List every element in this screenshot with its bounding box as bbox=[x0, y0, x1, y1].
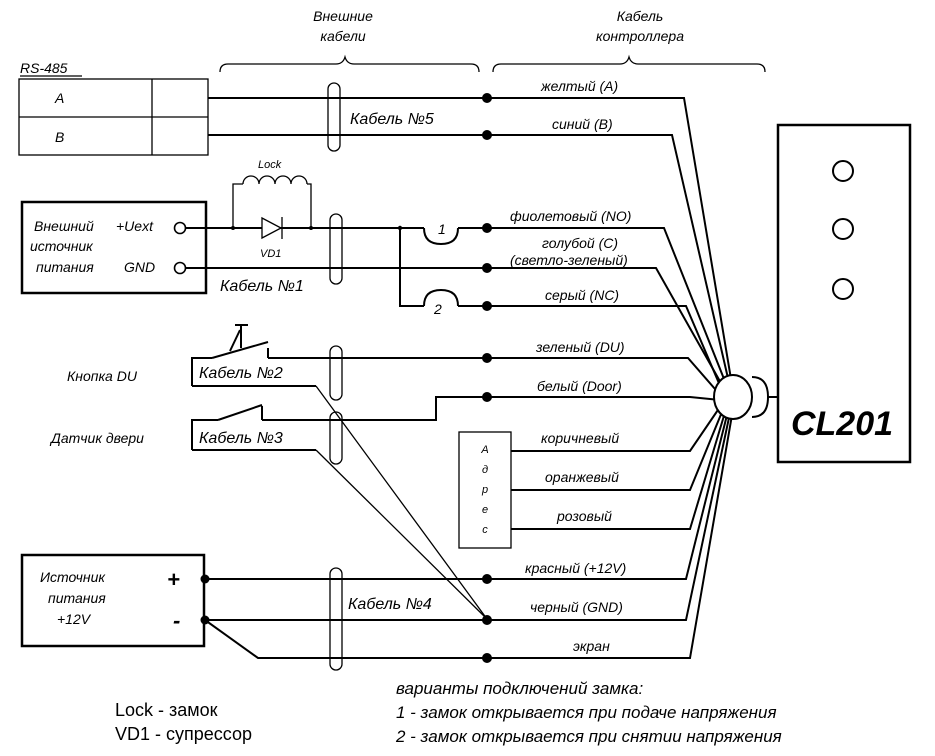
address-letter-4: е bbox=[482, 504, 488, 516]
wire-label-pink: розовый bbox=[556, 508, 612, 524]
cable3-label-bg bbox=[194, 425, 312, 447]
cable2-label-bg bbox=[194, 360, 312, 382]
du-gnd-link bbox=[315, 385, 488, 620]
indicator-led-1-icon bbox=[832, 160, 854, 182]
variant-2-label: 2 bbox=[433, 301, 442, 317]
lock-junction-left bbox=[231, 226, 235, 230]
du-switch-lead bbox=[191, 357, 212, 386]
cable1-bundle bbox=[329, 213, 343, 285]
cable3-bundle bbox=[329, 411, 343, 465]
power-supply-line2: питания bbox=[48, 590, 106, 606]
jumper-1-icon bbox=[423, 227, 459, 246]
vd1-label: VD1 bbox=[260, 248, 281, 260]
wire-label-light-blue: голубой (C) bbox=[542, 235, 618, 251]
power-supply-line3: +12V bbox=[57, 611, 92, 627]
cable4-label: Кабель №4 bbox=[348, 596, 432, 613]
wire-shield bbox=[204, 619, 487, 659]
wire-label-black: черный (GND) bbox=[530, 599, 623, 615]
cable4-label-bg bbox=[345, 592, 457, 614]
cable2-bundle bbox=[329, 345, 343, 401]
cable3-label: Кабель №3 bbox=[199, 430, 283, 447]
address-letter-3: р bbox=[481, 484, 488, 496]
brace-external bbox=[219, 54, 480, 73]
door-sensor-switch bbox=[217, 404, 263, 421]
address-letter-1: А bbox=[480, 444, 488, 456]
rs485-title: RS-485 bbox=[20, 60, 68, 76]
wire-label-light-green: (светло-зеленый) bbox=[510, 252, 628, 268]
legend-variant-1: 1 - замок открывается при подаче напряже… bbox=[396, 703, 777, 722]
variant-1-label: 1 bbox=[438, 221, 446, 237]
wire-variant-2 bbox=[399, 228, 424, 307]
cable1-label: Кабель №1 bbox=[220, 278, 304, 295]
header-external-cables-2: кабели bbox=[320, 28, 365, 44]
wire-label-red: красный (+12V) bbox=[525, 560, 626, 576]
external-supply-line2: источник bbox=[30, 238, 94, 254]
external-supply-line1: Внешний bbox=[34, 218, 94, 234]
header-controller-cable-1: Кабель bbox=[617, 8, 664, 24]
legend-lock: Lock - замок bbox=[115, 700, 218, 720]
address-letter-2: д bbox=[482, 464, 488, 476]
gnd-terminal bbox=[173, 261, 187, 275]
indicator-led-3-icon bbox=[832, 278, 854, 300]
legend-variant-2: 2 - замок открывается при снятии напряже… bbox=[395, 727, 782, 746]
cable4-bundle bbox=[329, 567, 343, 671]
wire-label-brown: коричневый bbox=[541, 430, 619, 446]
cable-gland bbox=[751, 376, 770, 418]
terminal-dots bbox=[482, 93, 492, 663]
cable5-label: Кабель №5 bbox=[350, 111, 434, 128]
legend-variants-title: варианты подключений замка: bbox=[396, 679, 643, 698]
du-button-switch bbox=[211, 341, 269, 359]
power-supply-box bbox=[20, 553, 206, 648]
external-supply-line3: питания bbox=[36, 259, 94, 275]
wire-label-orange: оранжевый bbox=[545, 469, 619, 485]
indicator-led-2-icon bbox=[832, 218, 854, 240]
wire-label-grey: серый (NC) bbox=[545, 287, 619, 303]
controller-model: CL201 bbox=[791, 405, 893, 443]
lock-coil-lead-left bbox=[232, 183, 243, 228]
external-supply-uext: +Uext bbox=[116, 218, 154, 234]
legend-vd1: VD1 - супрессор bbox=[115, 724, 252, 744]
lock-coil-icon bbox=[242, 175, 308, 185]
wire-door bbox=[262, 396, 487, 421]
header-external-cables-1: Внешние bbox=[313, 8, 373, 24]
jumper-2-icon bbox=[423, 288, 459, 307]
external-supply-box bbox=[20, 200, 208, 295]
header-controller-cable-2: контроллера bbox=[596, 28, 684, 44]
cable2-label: Кабель №2 bbox=[199, 365, 283, 382]
rs485-b-label: B bbox=[55, 129, 64, 145]
button-du-label: Кнопка DU bbox=[67, 368, 138, 384]
vd1-diode-icon bbox=[261, 216, 283, 240]
wire-label-white: белый (Door) bbox=[537, 378, 622, 394]
brace-controller bbox=[492, 54, 766, 73]
uext-terminal bbox=[173, 221, 187, 235]
door-gnd-link bbox=[315, 449, 488, 620]
wire-label-violet: фиолетовый (NO) bbox=[510, 208, 631, 224]
wire-label-green: зеленый (DU) bbox=[535, 339, 625, 355]
du-button-stem bbox=[229, 329, 241, 352]
cable5-bundle bbox=[327, 82, 341, 152]
wire-label-shield: экран bbox=[573, 638, 610, 654]
rs485-a-label: A bbox=[54, 90, 64, 106]
lock-coil-lead-right bbox=[307, 183, 312, 228]
cable-entry-icon bbox=[713, 374, 753, 420]
wire-label-blue: синий (B) bbox=[552, 116, 613, 132]
address-letter-5: с bbox=[482, 524, 488, 536]
door-sensor-label: Датчик двери bbox=[49, 430, 144, 446]
power-supply-line1: Источник bbox=[40, 569, 106, 585]
wire-label-yellow: желтый (A) bbox=[540, 78, 618, 94]
external-supply-gnd: GND bbox=[124, 259, 155, 275]
controller-wires bbox=[487, 97, 733, 659]
power-supply-plus: + bbox=[167, 567, 180, 592]
lock-junction-right bbox=[309, 226, 313, 230]
power-supply-minus: - bbox=[173, 608, 180, 633]
door-switch-lead bbox=[191, 419, 218, 450]
lock-label: Lock bbox=[258, 159, 282, 171]
